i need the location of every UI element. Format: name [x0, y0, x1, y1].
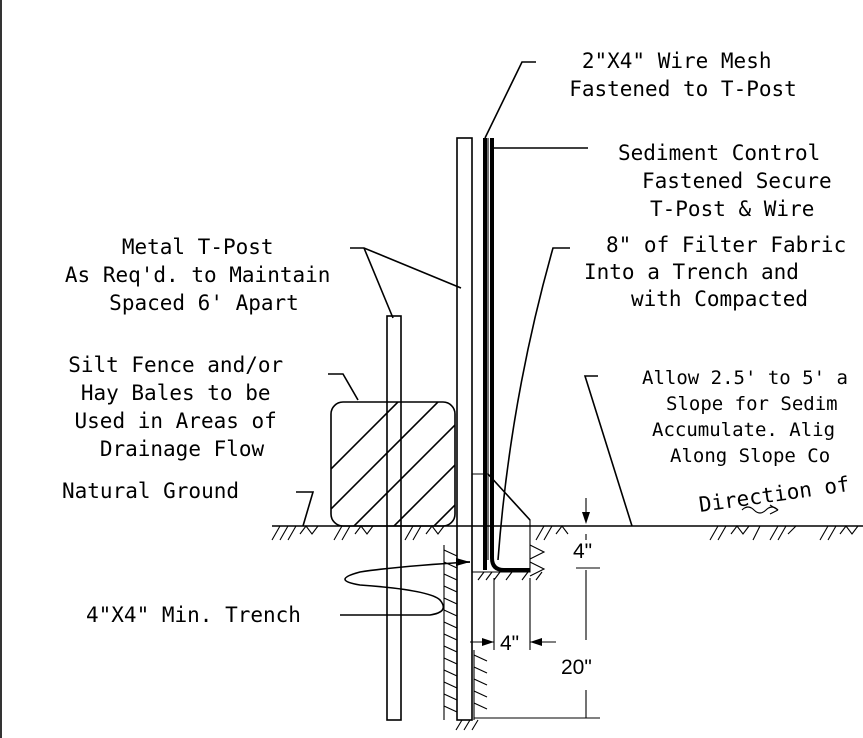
filter-fabric: [490, 138, 530, 572]
label-natural-ground: Natural Ground: [62, 479, 239, 503]
label-wire-mesh: 2"X4" Wire Mesh Fastened to T-Post: [569, 49, 797, 101]
dim-label-width: 4": [500, 632, 519, 655]
label-allow-slope: Allow 2.5' to 5' a Slope for Sedim Accum…: [642, 367, 859, 467]
trench-wall-hatch: [443, 544, 546, 731]
hay-bale: [330, 401, 456, 527]
metal-tpost-main: [456, 137, 473, 721]
label-direction-of-flow: Direction of: [697, 472, 851, 517]
dim-label-depth-top: 4": [573, 540, 592, 563]
ground-hatch: [271, 525, 859, 541]
label-filter-fabric: 8" of Filter Fabric Into a Trench and wi…: [584, 233, 859, 311]
metal-tpost-left: [386, 315, 402, 721]
dim-label-depth-total: 20": [561, 656, 592, 679]
leader-lines: [296, 61, 633, 616]
flow-squiggle: [741, 506, 779, 514]
trench-arrow: [456, 558, 470, 566]
label-sediment-control: Sediment Control Fastened Secure T-Post …: [618, 141, 844, 221]
label-silt-fence: Silt Fence and/or Hay Bales to be Used i…: [68, 353, 296, 461]
label-trench: 4"X4" Min. Trench: [86, 603, 301, 627]
dim-depth-total: [474, 570, 600, 719]
label-metal-tpost: Metal T-Post As Req'd. to Maintain Space…: [65, 235, 343, 315]
backfill-slope: [487, 473, 531, 521]
